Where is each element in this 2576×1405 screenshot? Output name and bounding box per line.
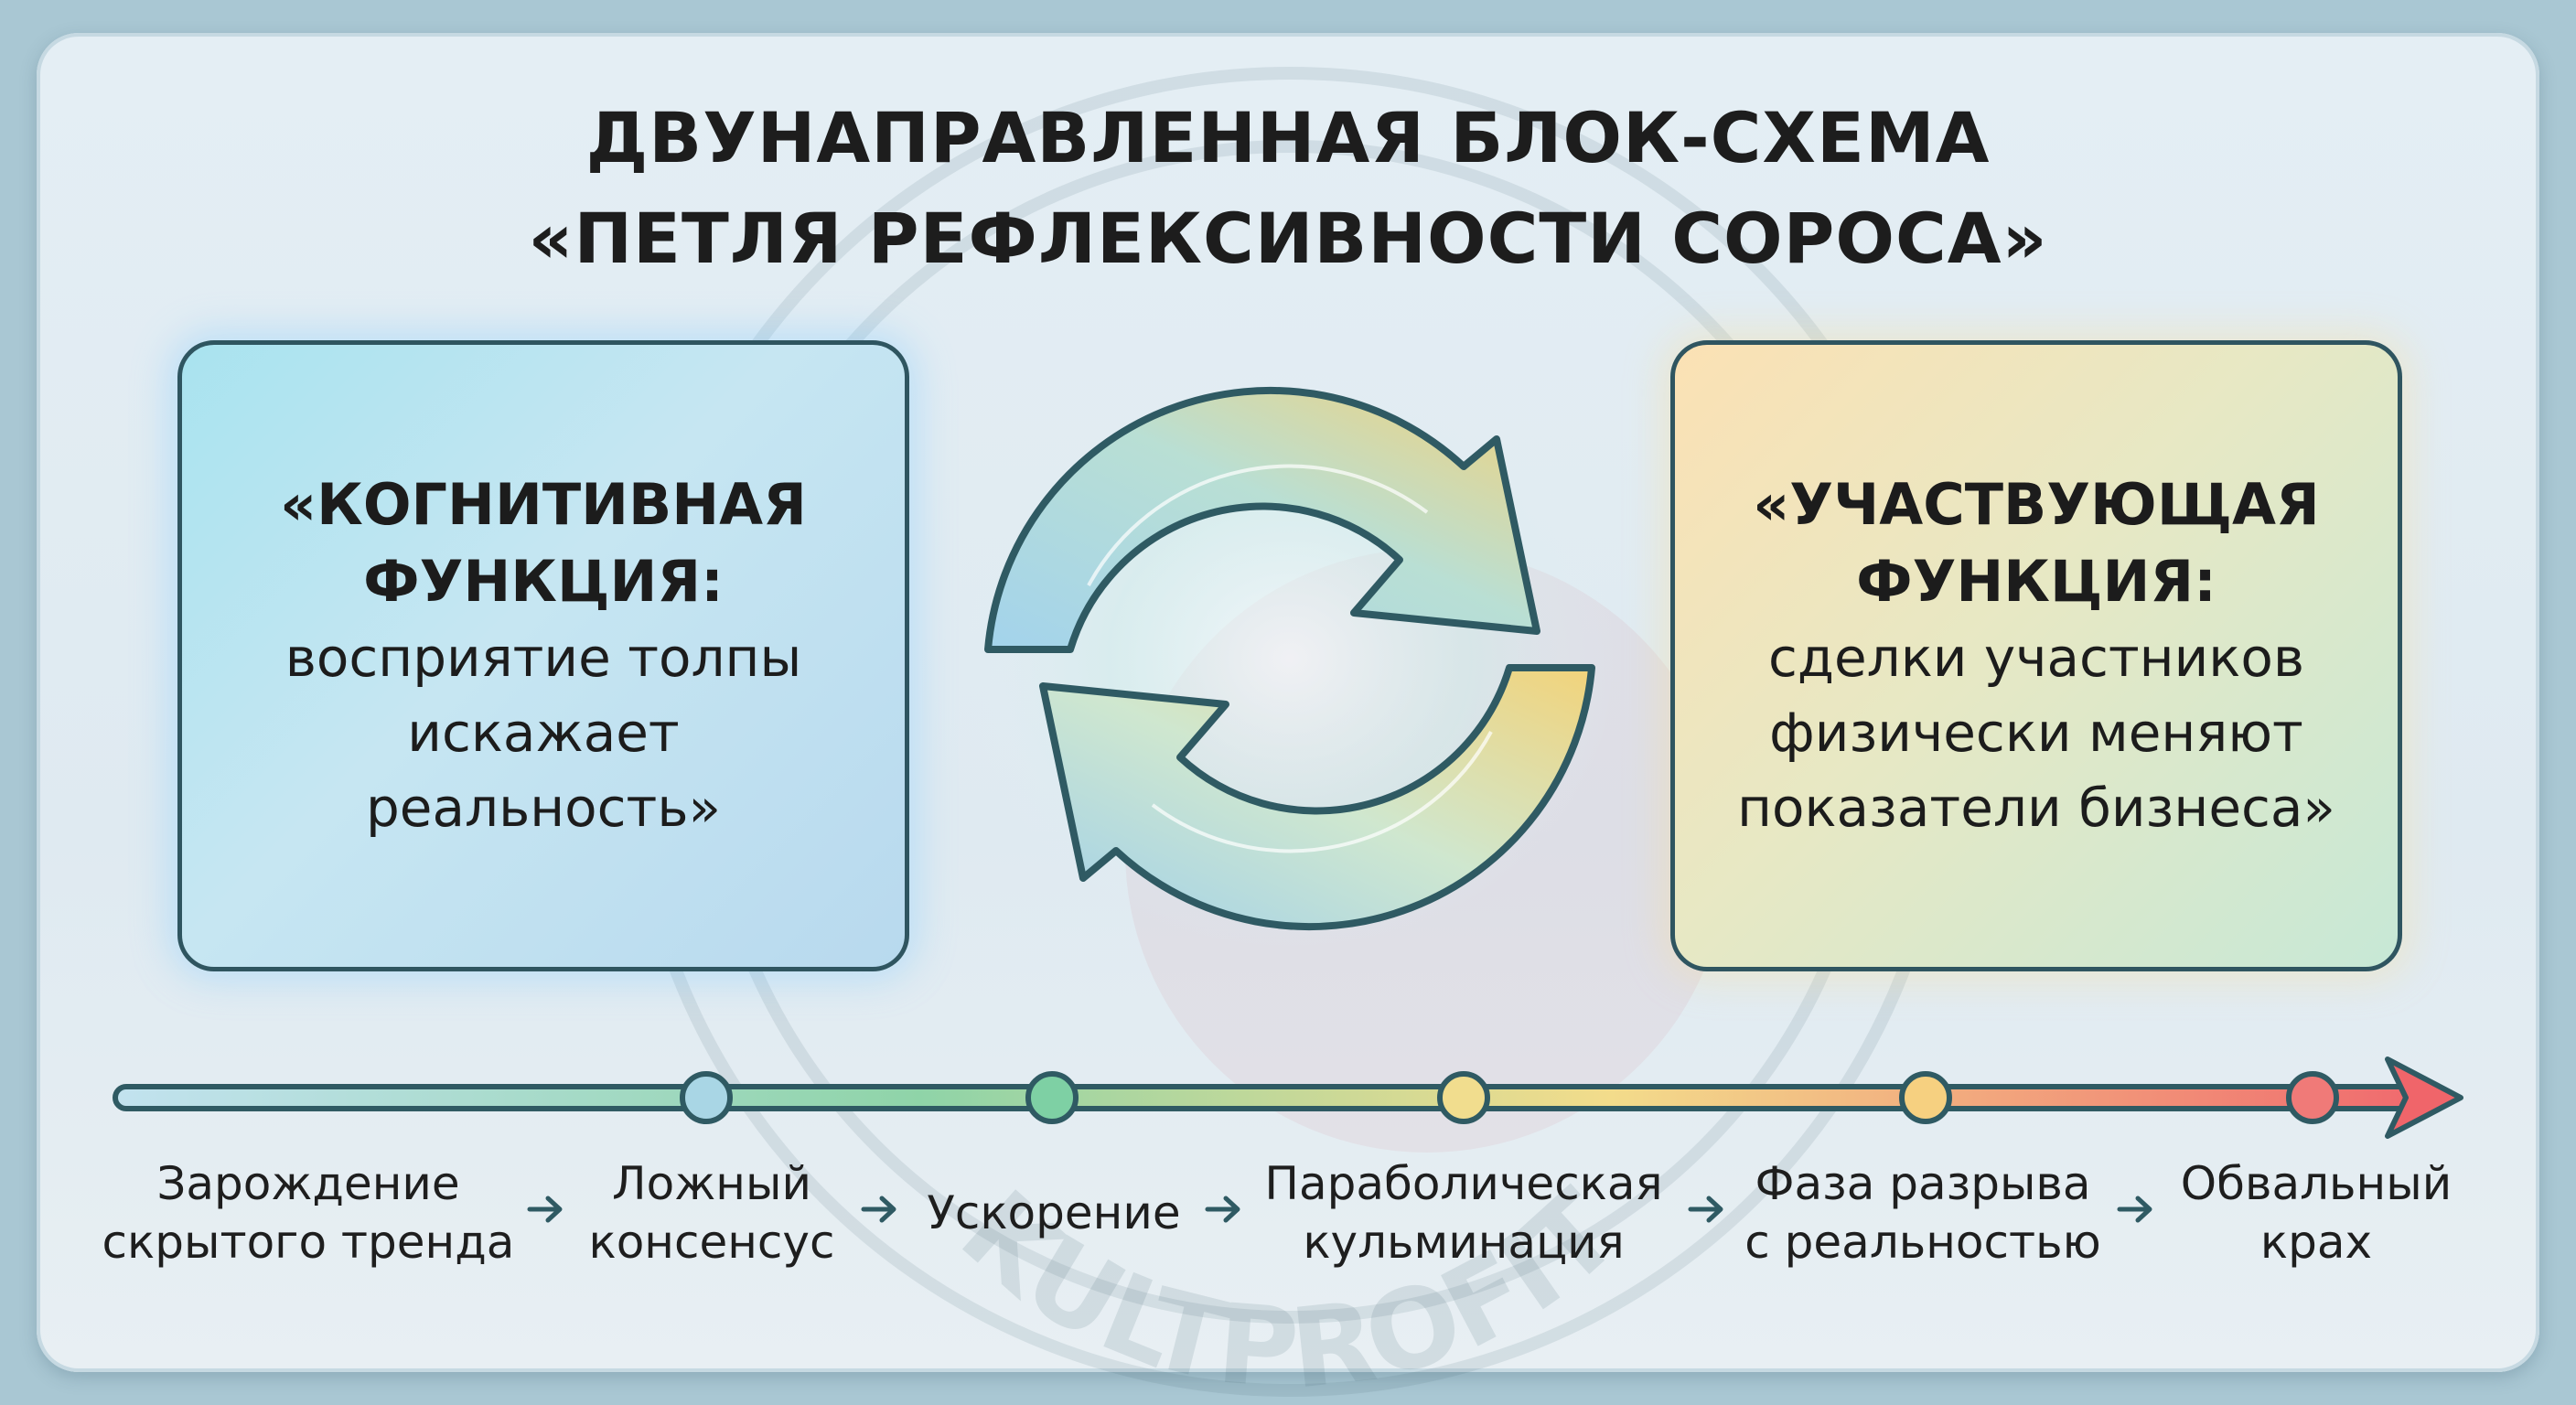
participating-body-2: физически меняют (1769, 702, 2303, 764)
diagram-title: ДВУНАПРАВЛЕННАЯ БЛОК-СХЕМА «ПЕТЛЯ РЕФЛЕК… (0, 88, 2576, 289)
timeline-steps: Зарождение скрытого тренда Ложный консен… (0, 1154, 2576, 1282)
title-line-1: ДВУНАПРАВЛЕННАЯ БЛОК-СХЕМА (585, 97, 1991, 178)
cognitive-body-3: реальность» (365, 777, 722, 839)
cognitive-body-1: восприятие толпы (284, 627, 802, 689)
timeline-bar (113, 1056, 2463, 1139)
timeline-milestone-dot (2286, 1071, 2339, 1124)
step-arrow-icon (2117, 1196, 2152, 1223)
participating-body-1: сделки участников (1767, 627, 2305, 689)
cognitive-body-2: искажает (407, 702, 680, 764)
participating-head-1: «УЧАСТВУЮЩАЯ (1753, 471, 2320, 538)
step-arrow-icon (1205, 1196, 1240, 1223)
timeline-milestone-dot (1899, 1071, 1952, 1124)
cycle-arrow-bottom (1039, 664, 1595, 931)
cycle-arrow-top (984, 386, 1540, 653)
step-arrow-icon (527, 1196, 563, 1223)
cycle-arrow-bottom-highlight (1151, 731, 1493, 853)
step-1-line-2: скрытого тренда (102, 1216, 515, 1269)
step-6-line-2: крах (2259, 1216, 2373, 1269)
step-3-line-1: Ускорение (927, 1186, 1181, 1239)
step-2-line-1: Ложный (612, 1157, 811, 1210)
cognitive-head-1: «КОГНИТИВНАЯ (280, 471, 807, 538)
participating-function-box: «УЧАСТВУЮЩАЯ ФУНКЦИЯ: сделки участников … (1670, 340, 2402, 971)
step-arrow-icon (1688, 1196, 1723, 1223)
step-parabolic-culmination: Параболическая кульминация (1264, 1154, 1662, 1271)
step-5-line-2: с реальностью (1744, 1216, 2101, 1269)
step-false-consensus: Ложный консенсус (589, 1154, 835, 1271)
timeline-milestone-dot (1025, 1071, 1079, 1124)
reflexivity-cycle (961, 366, 1619, 951)
step-arrow-icon (861, 1196, 896, 1223)
step-2-line-2: консенсус (588, 1216, 835, 1269)
cognitive-head-2: ФУНКЦИЯ: (363, 548, 724, 615)
step-4-line-2: кульминация (1303, 1216, 1625, 1269)
step-1-line-1: Зарождение (156, 1157, 460, 1210)
step-reality-break: Фаза разрыва с реальностью (1744, 1154, 2100, 1271)
step-4-line-1: Параболическая (1264, 1157, 1663, 1210)
cognitive-function-box: «КОГНИТИВНАЯ ФУНКЦИЯ: восприятие толпы и… (177, 340, 909, 971)
participating-head-2: ФУНКЦИЯ: (1856, 548, 2216, 615)
title-line-2: «ПЕТЛЯ РЕФЛЕКСИВНОСТИ СОРОСА» (528, 198, 2048, 279)
timeline-arrowhead (2385, 1056, 2463, 1139)
step-acceleration: Ускорение (927, 1184, 1180, 1242)
step-6-line-1: Обвальный (2180, 1157, 2453, 1210)
timeline-track (113, 1084, 2418, 1111)
timeline-milestone-dot (1437, 1071, 1490, 1124)
step-hidden-trend: Зарождение скрытого тренда (102, 1154, 515, 1271)
participating-body-3: показатели бизнеса» (1737, 777, 2335, 839)
step-crash: Обвальный крах (2181, 1154, 2452, 1271)
cycle-arrow-top-highlight (1087, 464, 1429, 586)
timeline-milestone-dot (680, 1071, 733, 1124)
step-5-line-1: Фаза разрыва (1755, 1157, 2091, 1210)
